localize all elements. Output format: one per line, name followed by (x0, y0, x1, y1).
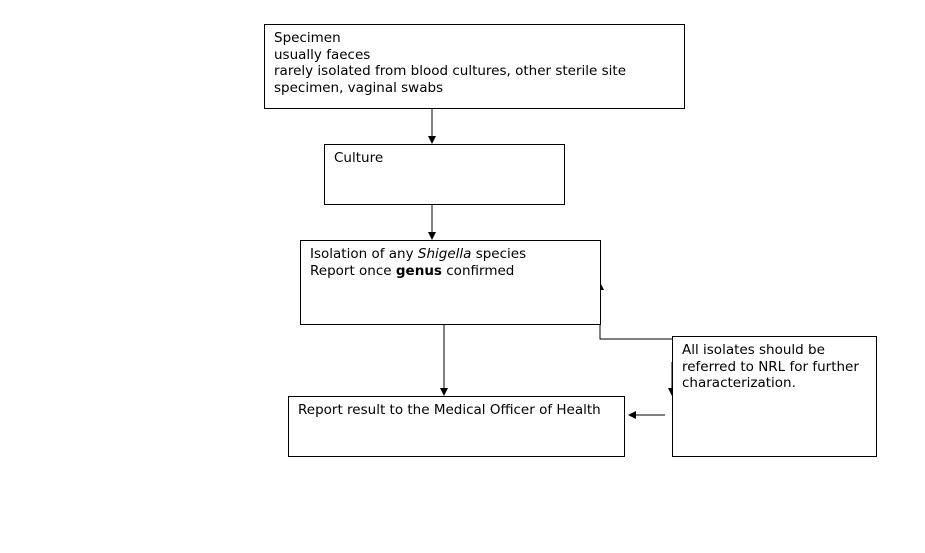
report-once-genus: genus (395, 262, 442, 279)
referral-box: All isolates should be referred to NRL f… (672, 336, 877, 457)
isolation-line: Isolation of any Shigella species (310, 246, 591, 263)
culture-box: Culture (324, 144, 565, 205)
isolation-line-prefix: Isolation of any (310, 246, 418, 262)
referral-line-3: characterization. (682, 375, 796, 391)
referral-line-2: referred to NRL for further (682, 358, 859, 375)
report-once-prefix: Report once (310, 262, 396, 279)
culture-label: Culture (334, 150, 384, 166)
specimen-title: Specimen (274, 30, 341, 46)
report-once-line: Report once genus confirmed (310, 263, 591, 280)
arrow-referral-to-isolation (596, 282, 672, 340)
specimen-usual-source: usually faeces (274, 46, 371, 63)
specimen-rare-sources-cont: specimen, vaginal swabs (274, 79, 444, 96)
isolation-line-suffix: species (471, 246, 527, 262)
report-once-suffix: confirmed (441, 262, 515, 279)
specimen-rare-sources: rarely isolated from blood cultures, oth… (274, 63, 627, 79)
isolation-genus-name: Shigella (417, 246, 472, 262)
referral-line-1: All isolates should be (682, 342, 825, 358)
report-box: Report result to the Medical Officer of … (288, 396, 625, 457)
specimen-box: Specimen usually faeces rarely isolated … (264, 24, 685, 109)
report-label: Report result to the Medical Officer of … (298, 402, 601, 418)
isolation-box: Isolation of any Shigella species Report… (300, 240, 601, 325)
